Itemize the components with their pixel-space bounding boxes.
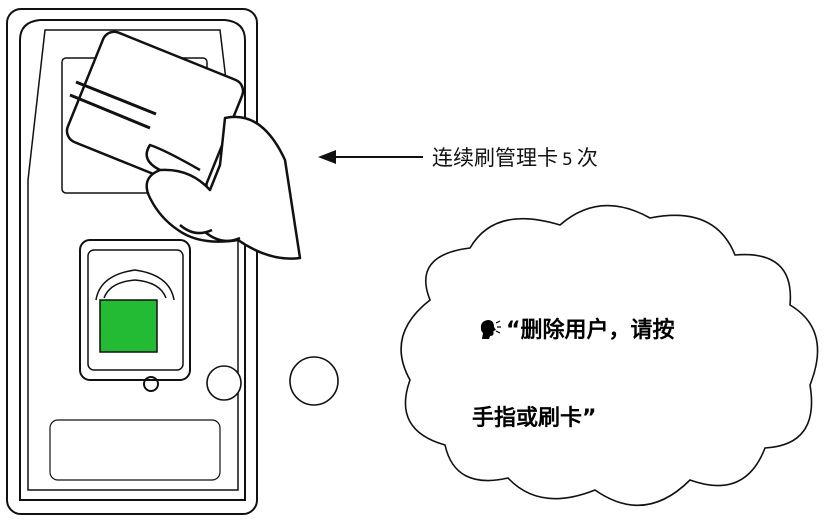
fingerprint-sensor [99,299,158,353]
annotation-text-after: 次 [576,146,598,170]
speech-text-2: 手指或刷卡” [472,406,597,431]
annotation-count: 5 [562,150,573,170]
speech-text-1: “删除用户，请按 [506,318,675,343]
arrow-left-icon [318,150,423,164]
hand-card-icon [65,30,302,260]
speech-line-1: “删除用户，请按 [478,312,674,344]
fingerprint-device [6,8,258,515]
annotation-text-before: 连续刷管理卡 [432,146,558,170]
speaking-head-icon [480,320,501,339]
thought-bubble [206,204,819,507]
speech-line-2: 手指或刷卡” [472,400,596,432]
